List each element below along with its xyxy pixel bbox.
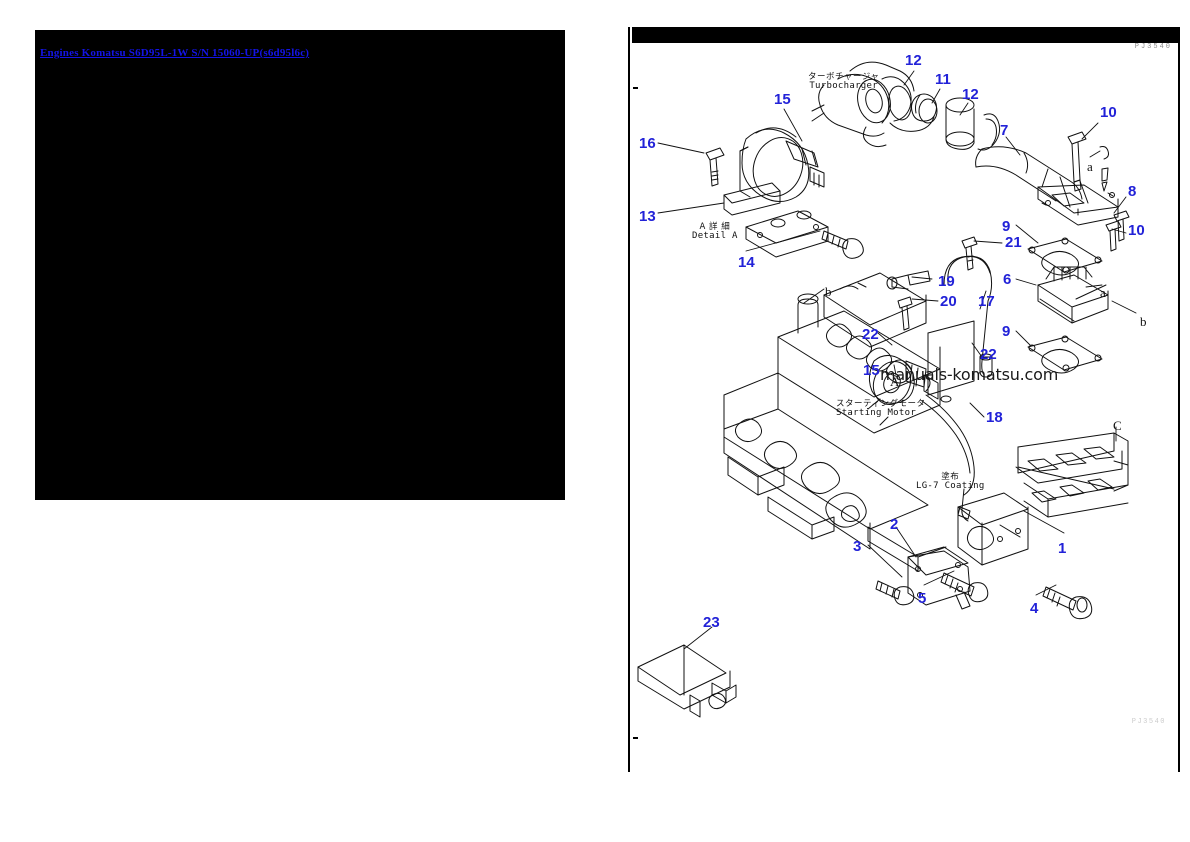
item23-tube	[637, 644, 737, 718]
reference-letter-b-left: b	[825, 284, 832, 299]
reference-letter-a-lower: a	[1100, 285, 1106, 300]
bolt-item5	[940, 572, 989, 610]
exploded-view-artwork	[637, 61, 1137, 718]
intake-manifold-item1	[1015, 432, 1129, 518]
callout-22a: 22	[862, 326, 879, 343]
callout-10b: 10	[1128, 222, 1145, 239]
caption-starting-motor-jp: スターティングモータ	[836, 399, 926, 409]
caption-turbocharger-en: Turbocharger	[809, 80, 878, 91]
sheet-code-bottom: PJ3540	[1131, 718, 1166, 726]
caption-detail-a: A 詳 細 Detail A	[692, 223, 738, 241]
caption-starting-motor-en: Starting Motor	[836, 407, 917, 418]
callout-23: 23	[703, 614, 720, 631]
callout-7: 7	[1000, 122, 1009, 139]
reference-letter-c: C	[1113, 418, 1122, 433]
callout-20: 20	[940, 293, 957, 310]
callout-14: 14	[738, 254, 755, 271]
callout-11: 11	[935, 71, 951, 88]
callout-3: 3	[853, 538, 862, 555]
reference-letter-b-right: b	[1140, 314, 1147, 329]
frame-tick-top	[633, 87, 638, 89]
callout-12a: 12	[905, 52, 922, 69]
callout-21: 21	[1005, 234, 1022, 251]
support-block	[957, 492, 1029, 566]
callout-19: 19	[938, 273, 955, 290]
bolt-item10-upper	[1067, 131, 1087, 192]
caption-starting-motor: スターティングモータ Starting Motor	[836, 400, 926, 418]
image-placeholder: Engines Komatsu S6D95L-1W S/N 15060-UP(s…	[35, 30, 565, 500]
callout-6: 6	[1003, 271, 1012, 288]
callout-16: 16	[639, 135, 656, 152]
page-title-link[interactable]: Engines Komatsu S6D95L-1W S/N 15060-UP(s…	[40, 47, 310, 59]
gasket-item9-lower	[1027, 335, 1103, 374]
callout-5: 5	[918, 590, 927, 607]
leader-lines	[657, 70, 1137, 650]
sheet-frame	[628, 27, 1180, 772]
callout-18: 18	[986, 409, 1003, 426]
bolt-item8	[1113, 210, 1130, 242]
reference-letter-a-motor: A	[890, 374, 900, 389]
callout-22b: 22	[980, 346, 997, 363]
callout-9a: 9	[1002, 218, 1011, 235]
caption-detail-a-en: Detail A	[692, 230, 738, 241]
caption-turbocharger-jp: ターボチャージャ	[808, 72, 880, 82]
bolt-item10-lower	[1105, 220, 1122, 252]
callout-13: 13	[639, 208, 656, 225]
callout-15a: 15	[774, 91, 791, 108]
pin-a-upper	[1099, 146, 1109, 192]
bracket-item2	[875, 546, 971, 606]
caption-turbocharger: ターボチャージャ Turbocharger	[808, 73, 879, 91]
sheet-code-top: PJ3540	[1134, 43, 1172, 51]
frame-tick-bottom	[633, 737, 638, 739]
cable-harness	[886, 236, 993, 522]
callout-2: 2	[890, 516, 899, 533]
callout-8: 8	[1128, 183, 1137, 200]
callout-17: 17	[978, 293, 995, 310]
detail-a-alternator	[705, 127, 864, 259]
turbocharger-assembly	[811, 61, 1001, 151]
reference-letter-a-upper: a	[1087, 159, 1093, 174]
caption-lg7-coating-en: LG-7 Coating	[916, 480, 985, 491]
housing-item6	[1037, 266, 1109, 324]
callout-10a: 10	[1100, 104, 1117, 121]
gasket-item9-upper	[1027, 237, 1103, 276]
caption-lg7-coating: 塗布 LG-7 Coating	[916, 473, 985, 491]
callout-15b: 15	[863, 362, 880, 379]
callout-1: 1	[1058, 540, 1067, 557]
manifold-elbow-item7	[975, 146, 1119, 226]
site-watermark: manuals-komatsu.com	[880, 365, 1059, 384]
engine-block	[723, 272, 947, 572]
parts-diagram-sheet: PJ3540 PJ3540	[628, 27, 1180, 772]
callout-12b: 12	[962, 86, 979, 103]
callout-4: 4	[1030, 600, 1039, 617]
caption-lg7-coating-jp: 塗布	[941, 472, 960, 482]
caption-detail-a-jp: A 詳 細	[699, 222, 731, 232]
bolt-item4	[1042, 586, 1093, 620]
callout-9b: 9	[1002, 323, 1011, 340]
sheet-header-bar	[632, 27, 1178, 43]
